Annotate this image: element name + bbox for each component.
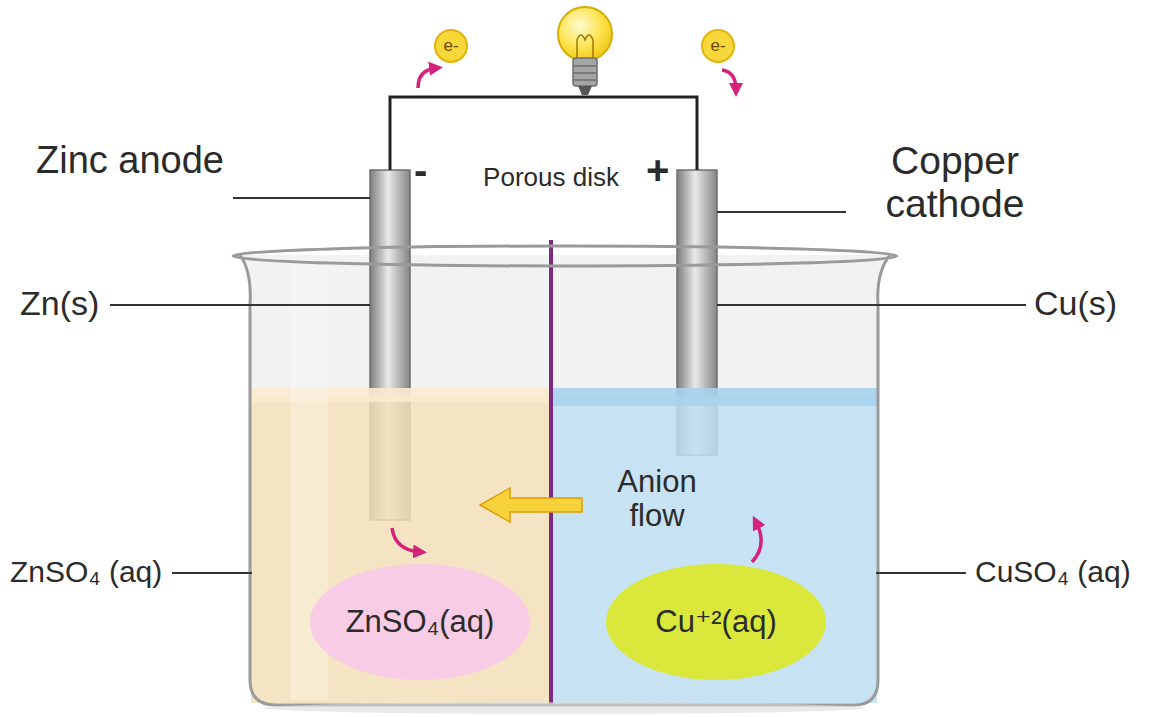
part-label: Zinc anode: [35, 140, 225, 182]
node-text-box: Cu⁺²(aq): [605, 563, 827, 681]
node-shape: [702, 30, 734, 62]
leader-line: [717, 211, 846, 213]
node-shape: [310, 564, 530, 680]
bulb-glass: [558, 7, 612, 61]
anion-arrow: [480, 488, 582, 522]
electron-arrow: [418, 68, 436, 88]
node-shape: [435, 30, 467, 62]
leader-line: [876, 572, 966, 574]
node-text-box: e-: [434, 29, 468, 63]
bulb-contact: [578, 86, 592, 95]
node-text: Cu⁺²(aq): [655, 605, 776, 639]
ion-arrow: [752, 522, 761, 562]
node-text-box: e-: [701, 29, 735, 63]
leader-line: [717, 304, 1026, 306]
beaker-outline: [240, 255, 890, 705]
polarity-sign: -: [414, 148, 427, 192]
copper-solution: [551, 395, 877, 703]
node-text: e-: [443, 37, 458, 56]
part-label: Zn(s): [20, 285, 99, 322]
leader-line: [172, 572, 252, 574]
leader-line: [233, 197, 370, 199]
node-text: e-: [710, 37, 725, 56]
electron-badge: e-: [701, 29, 735, 63]
beaker-rim: [233, 246, 897, 266]
bulb-thread: [573, 65, 597, 67]
porous-disk: [549, 240, 553, 704]
solution-surface: [551, 388, 877, 406]
beaker-back: [240, 255, 890, 705]
leader-line: [110, 304, 370, 306]
solution-label: ZnSO₄ (aq): [10, 555, 162, 588]
bulb-thread: [573, 79, 597, 81]
ion-bubble: Cu⁺²(aq): [605, 563, 827, 681]
flow-label: Anion flow: [592, 465, 722, 533]
electron-arrow: [722, 70, 736, 90]
node-text-box: ZnSO₄(aq): [309, 563, 531, 681]
ion-bubble: ZnSO₄(aq): [309, 563, 531, 681]
bulb-thread: [573, 72, 597, 74]
part-label: Copper cathode: [840, 140, 1070, 226]
bulb-filament: [577, 35, 593, 58]
bulb-base: [573, 58, 597, 86]
part-label: Cu(s): [1034, 285, 1117, 322]
ion-arrow: [392, 528, 420, 552]
solution-label: CuSO₄ (aq): [975, 555, 1131, 588]
electron-badge: e-: [434, 29, 468, 63]
node-shape: [606, 564, 826, 680]
part-label: Porous disk: [481, 163, 621, 192]
node-text: ZnSO₄(aq): [346, 605, 495, 639]
polarity-sign: +: [646, 148, 669, 192]
beaker-shadow: [264, 702, 864, 714]
